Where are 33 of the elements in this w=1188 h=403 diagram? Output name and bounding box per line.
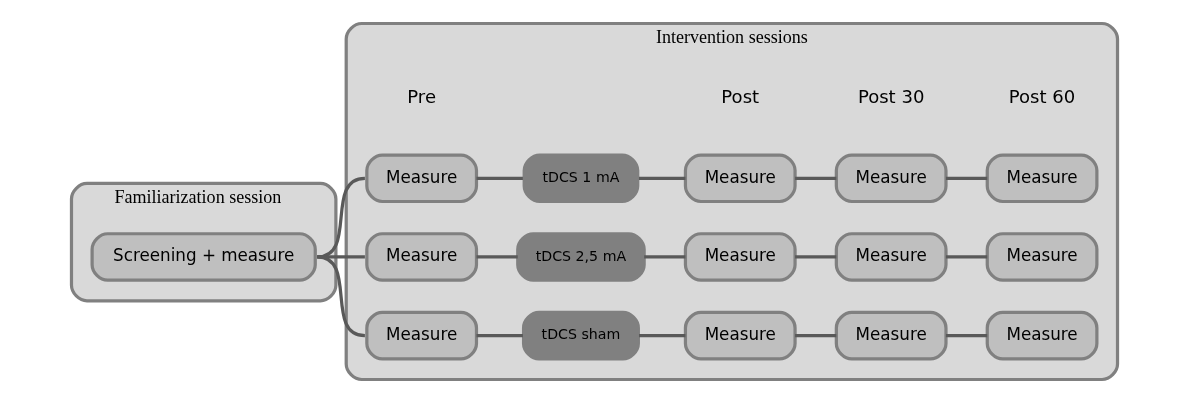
node-box: Measure (364, 310, 478, 361)
connector (638, 176, 685, 180)
node-box: Measure (985, 153, 1098, 204)
node-box: tDCS 1 mA (522, 153, 639, 204)
connector (476, 334, 523, 338)
node-box: Measure (683, 153, 797, 204)
label: Post 30 (857, 86, 924, 108)
node-box: Measure (683, 310, 797, 361)
node-box: Screening + measure (90, 232, 317, 282)
connector (476, 176, 523, 180)
node-box: Measure (834, 310, 948, 361)
connector (945, 176, 987, 180)
node-box: Measure (834, 232, 948, 282)
node-box: Measure (985, 310, 1098, 361)
connector (638, 334, 685, 338)
label: Post 60 (1008, 86, 1075, 108)
node-box: Measure (364, 153, 478, 204)
connector (945, 255, 987, 259)
label: Post (720, 86, 759, 108)
connector (794, 334, 836, 338)
node-box: tDCS 2,5 mA (515, 232, 646, 282)
label: Pre (406, 86, 436, 108)
node-box: tDCS sham (521, 310, 640, 361)
connector (476, 255, 518, 259)
connector (643, 255, 685, 259)
node-box: Measure (364, 232, 478, 282)
node-box: Measure (985, 232, 1098, 282)
connector (945, 334, 987, 338)
node-box: Measure (683, 232, 797, 282)
connector (794, 176, 836, 180)
connector (794, 255, 836, 259)
node-box: Measure (834, 153, 948, 204)
connector (316, 255, 365, 338)
